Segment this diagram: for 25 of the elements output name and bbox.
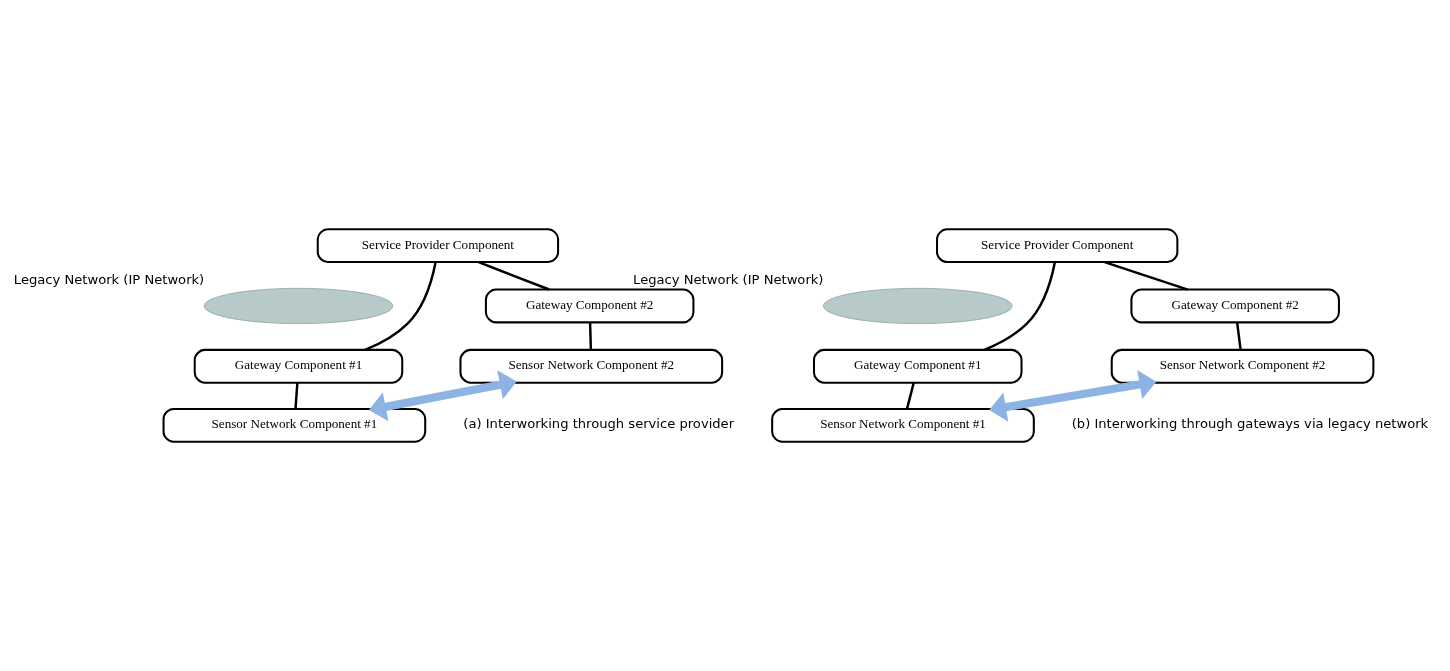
node-label: Legacy Network (IP Network) (633, 272, 824, 288)
node-box: Sensor Network Component #1 (162, 407, 427, 443)
connector (294, 382, 299, 409)
arrow (369, 370, 517, 422)
connector (983, 261, 1057, 351)
node-box: Gateway Component #2 (1130, 288, 1340, 324)
connector (364, 261, 437, 351)
connector (1235, 322, 1242, 350)
connector (905, 382, 915, 410)
node-cloud (203, 287, 394, 325)
connector (588, 322, 593, 350)
node-box: Gateway Component #1 (812, 348, 1023, 384)
node-box: Sensor Network Component #2 (1110, 348, 1375, 384)
node-cloud (823, 287, 1013, 325)
arrow (989, 369, 1157, 422)
node-box: Service Provider Component (316, 228, 560, 264)
node-box: Gateway Component #1 (193, 348, 404, 384)
label: (b) Interworking through gateways via legacy network (1071, 416, 1429, 432)
node-box: Gateway Component #2 (484, 288, 695, 324)
node-box: Sensor Network Component #1 (771, 407, 1035, 443)
node-box: Sensor Network Component #2 (459, 348, 724, 384)
node-box: Service Provider Component (936, 228, 1179, 264)
label: (a) Interworking through service provider (463, 416, 735, 432)
connector (1104, 261, 1189, 291)
node-label: Legacy Network (IP Network) (13, 272, 205, 288)
